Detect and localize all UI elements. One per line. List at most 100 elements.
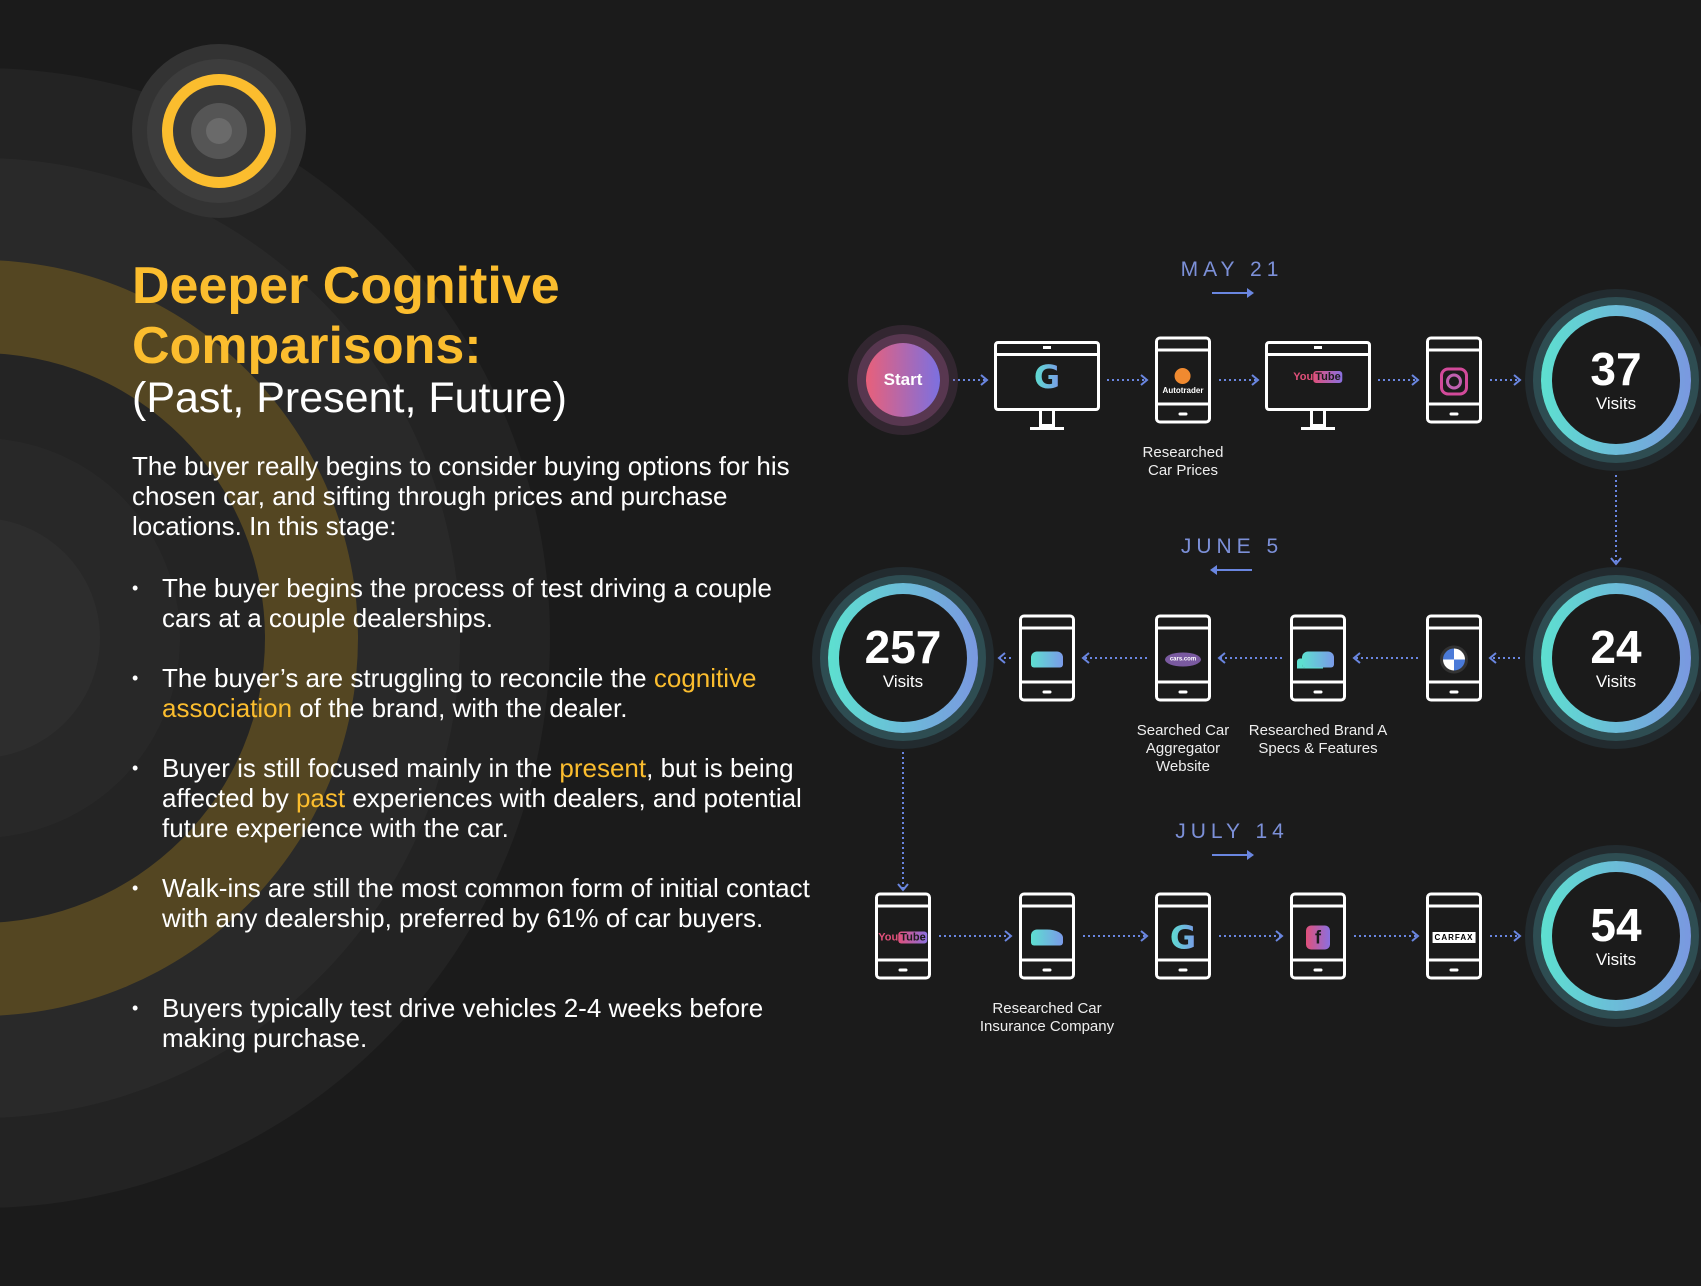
- connector-arrowhead: [1411, 374, 1420, 386]
- visits-label: Visits: [1595, 950, 1637, 969]
- monitor-base: [1301, 427, 1335, 430]
- caption-line: Researched: [1142, 444, 1224, 461]
- phone-home-button: [1449, 690, 1459, 694]
- caption-line: Researched Brand A: [1248, 722, 1388, 739]
- phone-device-icon: Autotrader: [1155, 336, 1211, 424]
- page-title: Deeper Cognitive Comparisons:: [132, 256, 560, 376]
- direction-arrow-icon: [1212, 850, 1254, 860]
- monitor-camera: [1314, 346, 1322, 349]
- phone-home-button: [1313, 968, 1323, 972]
- visits-label: Visits: [1595, 394, 1637, 413]
- phone-home-button: [1449, 412, 1459, 416]
- visits-count: 24: [1590, 621, 1642, 673]
- bullet-dot: •: [132, 578, 139, 598]
- bullet-text: of the brand, with the dealer.: [292, 693, 628, 723]
- phone-home-button: [1313, 690, 1323, 694]
- connector-arrowhead: [997, 652, 1006, 664]
- bullet-item: • Buyers typically test drive vehicles 2-…: [132, 993, 812, 1053]
- phone-home-button: [1042, 968, 1052, 972]
- bullet-text: , but is being affected by: [162, 753, 794, 813]
- direction-arrow-icon: [1210, 565, 1252, 575]
- date-label: JUNE 5: [1180, 535, 1284, 558]
- title-line: Deeper Cognitive: [132, 257, 560, 315]
- start-node[interactable]: Start: [866, 343, 940, 417]
- connector-arrowhead: [1513, 930, 1522, 942]
- highlight-text: cognitive association: [162, 663, 757, 723]
- google-icon: G: [1033, 358, 1061, 397]
- monitor-base: [1030, 427, 1064, 430]
- bullet-dot: •: [132, 758, 139, 778]
- connector-arrowhead: [1352, 652, 1361, 664]
- monitor-stand: [1039, 411, 1055, 427]
- visits-label: Visits: [882, 672, 924, 691]
- phone-home-button: [1042, 690, 1052, 694]
- bullet-text: The buyer’s are struggling to reconcile …: [162, 663, 654, 693]
- bullet-item: • The buyer begins the process of test dr…: [132, 573, 812, 633]
- car-search-icon: [1302, 651, 1334, 668]
- connector-arrowhead: [980, 374, 989, 386]
- monitor-screen: G: [994, 341, 1100, 411]
- highlight-text: present: [559, 753, 647, 783]
- phone-device-icon: G: [1155, 892, 1211, 980]
- date-label: JULY 14: [1175, 820, 1289, 843]
- caption-line: Specs & Features: [1258, 740, 1378, 757]
- monitor-stand: [1310, 411, 1326, 427]
- connector-arrowhead: [1140, 374, 1149, 386]
- connector-arrowhead: [897, 883, 909, 892]
- connector-arrowhead: [1610, 557, 1622, 566]
- highlight-text: past: [295, 783, 346, 813]
- connector-arrowhead: [1513, 374, 1522, 386]
- caption-line: Car Prices: [1147, 462, 1219, 479]
- direction-arrow-icon: [1212, 288, 1254, 298]
- phone-home-button: [1178, 690, 1188, 694]
- connector-arrowhead: [1251, 374, 1260, 386]
- bullet-text: Buyers typically test drive vehicles 2-4…: [162, 993, 764, 1053]
- bullet-item: • Buyer is still focused mainly in the pr…: [132, 753, 812, 843]
- visits-count: 54: [1590, 899, 1642, 951]
- phone-home-button: [898, 968, 908, 972]
- phone-home-button: [1178, 968, 1188, 972]
- connector-arrowhead: [1004, 930, 1013, 942]
- monitor-device-icon: G: [994, 341, 1100, 431]
- bullet-text: Buyer is still focused mainly in the: [162, 753, 560, 783]
- phone-home-button: [1449, 968, 1459, 972]
- phone-device-icon: [1019, 892, 1075, 980]
- caption-line: Insurance Company: [979, 1018, 1115, 1035]
- bullet-text: The buyer begins the process of test dri…: [162, 573, 772, 633]
- caption-line: Researched Car: [992, 1000, 1102, 1017]
- carfax-icon: CARFAX: [1432, 932, 1476, 944]
- logo-ring: [206, 118, 232, 144]
- bullet-dot: •: [132, 878, 139, 898]
- connector-arrowhead: [1217, 652, 1226, 664]
- phone-device-icon: [1019, 614, 1075, 702]
- bullet-text: Walk-ins are still the most common form …: [162, 873, 810, 933]
- monitor-camera: [1043, 346, 1051, 349]
- phone-device-icon: [1426, 614, 1482, 702]
- caption-line: Searched Car: [1136, 722, 1230, 739]
- connector-arrowhead: [1488, 652, 1497, 664]
- connector-arrowhead: [1411, 930, 1420, 942]
- bullet-item: • Walk-ins are still the most common form…: [132, 873, 812, 933]
- phone-device-icon: f: [1290, 892, 1346, 980]
- bullet-dot: •: [132, 998, 139, 1018]
- instagram-icon: [1440, 367, 1468, 396]
- caption-line: Website: [1156, 758, 1210, 775]
- facebook-icon: f: [1306, 925, 1330, 950]
- bmw-icon: [1440, 645, 1468, 674]
- phone-device-icon: [1426, 336, 1482, 424]
